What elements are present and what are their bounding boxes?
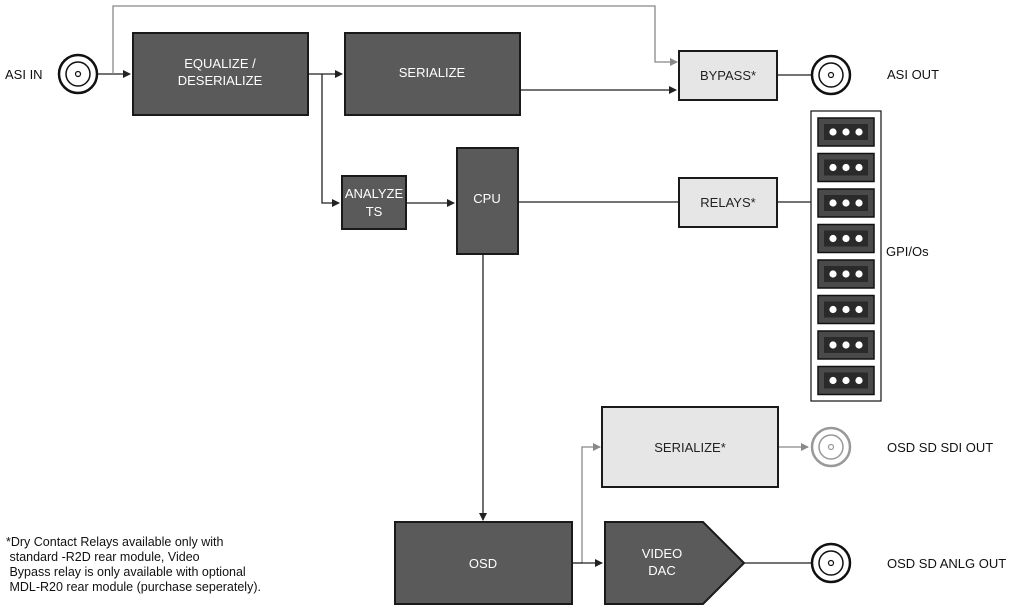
osd-anlg-out-connector-icon <box>810 542 852 584</box>
bypass-label: BYPASS* <box>700 68 756 83</box>
gpio-pin <box>842 128 850 136</box>
asi-out-label: ASI OUT <box>887 67 939 82</box>
osd-sdi-out-connector-icon <box>810 426 852 468</box>
serialize-osd-label: SERIALIZE* <box>654 440 726 455</box>
gpio-connector-icon <box>817 188 875 218</box>
osd-to-serialize-osd-line <box>572 443 601 564</box>
gpio-pin <box>855 234 863 243</box>
osd-block: OSD <box>394 521 573 605</box>
asi-in-label: ASI IN <box>5 67 43 82</box>
serialize-osd-block: SERIALIZE* <box>601 406 779 488</box>
gpi-os-label: GPI/Os <box>886 244 929 259</box>
gpio-pin <box>842 163 850 172</box>
gpio-pin <box>829 163 837 172</box>
asi-out-connector-icon <box>810 54 852 96</box>
gpio-pin <box>855 199 863 207</box>
gpio-pin <box>842 234 850 243</box>
bypass-block: BYPASS* <box>678 50 778 101</box>
gpio-connector-icon <box>817 294 875 325</box>
gpio-pin <box>855 376 863 385</box>
video-dac-label-line1: VIDEO <box>642 546 682 561</box>
footnote: *Dry Contact Relays available only with … <box>6 535 261 595</box>
gpio-connector-icon <box>817 223 875 254</box>
gpio-pin <box>829 270 837 278</box>
video-dac-label-line2: DAC <box>648 563 675 578</box>
gpio-pin <box>855 305 863 314</box>
equalize-label-line1: EQUALIZE / <box>184 56 256 71</box>
video-dac-block: VIDEO DAC <box>604 521 746 605</box>
gpio-pin <box>829 376 837 385</box>
footnote-line: Bypass relay is only available with opti… <box>6 565 246 579</box>
gpio-pin <box>829 128 837 136</box>
gpio-connector-icon <box>817 152 875 183</box>
asi-in-connector-icon <box>57 53 99 95</box>
gpio-pin <box>829 341 837 349</box>
cpu-label: CPU <box>473 191 500 206</box>
footnote-line: standard -R2D rear module, Video <box>6 550 200 564</box>
equalize-deserialize-block: EQUALIZE / DESERIALIZE <box>132 32 309 116</box>
gpio-connector-icon <box>817 330 875 360</box>
footnote-line: *Dry Contact Relays available only with <box>6 535 224 549</box>
relays-block: RELAYS* <box>678 177 778 228</box>
equalize-to-analyze-line <box>321 74 340 207</box>
gpio-pin <box>855 341 863 349</box>
asi-bypass-feed-line <box>112 5 678 74</box>
analyze-ts-block: ANALYZE TS <box>341 175 407 230</box>
gpio-pin <box>842 305 850 314</box>
gpio-pin <box>842 376 850 385</box>
serialize-label: SERIALIZE <box>399 65 466 80</box>
gpio-connector-icon <box>817 117 875 147</box>
gpio-pin <box>855 270 863 278</box>
cpu-block: CPU <box>456 147 519 255</box>
gpio-pin <box>829 305 837 314</box>
osd-label: OSD <box>469 556 497 571</box>
gpio-connector-icon <box>817 365 875 396</box>
gpio-pin <box>829 199 837 207</box>
osd-anlg-out-label: OSD SD ANLG OUT <box>887 556 1006 571</box>
gpio-pin <box>842 341 850 349</box>
analyze-label-line2: TS <box>366 204 383 219</box>
gpio-connector-icon <box>817 259 875 289</box>
serialize-block: SERIALIZE <box>344 32 521 116</box>
gpio-pin <box>829 234 837 243</box>
gpio-pin <box>842 199 850 207</box>
relays-label: RELAYS* <box>700 195 755 210</box>
gpio-connector-bank <box>810 110 882 402</box>
osd-sdi-out-label: OSD SD SDI OUT <box>887 440 993 455</box>
footnote-line: MDL-R20 rear module (purchase seperately… <box>6 580 261 594</box>
gpio-pin <box>855 163 863 172</box>
gpio-pin <box>855 128 863 136</box>
connections <box>98 5 811 567</box>
equalize-label-line2: DESERIALIZE <box>178 73 263 88</box>
gpio-pin <box>842 270 850 278</box>
analyze-label-line1: ANALYZE <box>345 186 404 201</box>
